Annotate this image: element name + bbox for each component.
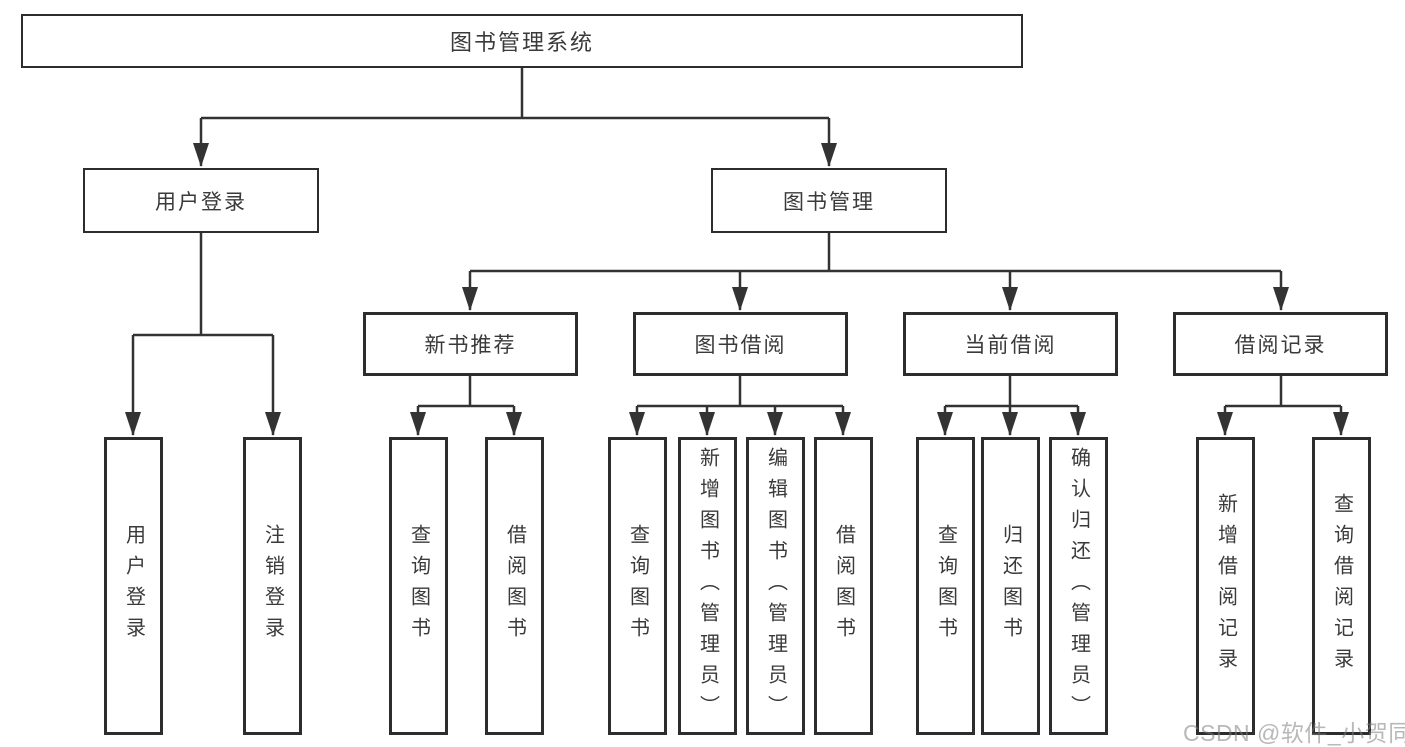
leaf-logout-label: 注销登录 — [261, 524, 284, 648]
connector-book-borrowing-elbow — [637, 376, 843, 408]
leaf-borrow-books-label: 借阅图书 — [832, 524, 855, 648]
leaf-query-borrow-record: 查询借阅记录 — [1312, 437, 1371, 735]
connector-new-book-elbow — [418, 376, 514, 408]
leaf-current-query-books: 查询图书 — [916, 437, 975, 735]
node-book-management: 图书管理 — [711, 168, 947, 233]
node-user-login: 用户登录 — [83, 168, 319, 233]
node-new-book-recommendation: 新书推荐 — [363, 312, 578, 376]
node-library-system-label: 图书管理系统 — [449, 30, 594, 55]
node-user-login-label: 用户登录 — [155, 190, 247, 214]
node-borrowing-records: 借阅记录 — [1173, 312, 1388, 376]
leaf-borrowing-query-books: 查询图书 — [608, 437, 667, 735]
leaf-return-books-label: 归还图书 — [999, 524, 1022, 648]
leaf-borrowing-query-books-label: 查询图书 — [626, 524, 649, 648]
leaf-edit-books-admin: 编辑图书（管理员） — [746, 437, 805, 735]
leaf-recommend-query-books-label: 查询图书 — [407, 524, 430, 648]
node-book-management-label: 图书管理 — [783, 190, 875, 214]
connector-current-borrowing-elbow — [945, 376, 1078, 408]
leaf-recommend-borrow-books: 借阅图书 — [485, 437, 544, 735]
node-new-book-recommendation-label: 新书推荐 — [424, 334, 517, 357]
node-book-borrowing: 图书借阅 — [633, 312, 848, 376]
leaf-logout: 注销登录 — [243, 437, 302, 735]
node-book-borrowing-label: 图书借阅 — [694, 334, 787, 357]
connector-book-management-elbow — [470, 233, 1281, 273]
node-library-system: 图书管理系统 — [21, 14, 1023, 68]
leaf-add-borrow-record: 新增借阅记录 — [1196, 437, 1255, 735]
leaf-query-borrow-record-label: 查询借阅记录 — [1330, 493, 1353, 679]
connector-root-elbow — [201, 68, 829, 120]
leaf-recommend-query-books: 查询图书 — [389, 437, 448, 735]
leaf-current-query-books-label: 查询图书 — [934, 524, 957, 648]
watermark: CSDN @软件_小贺同学 — [1183, 720, 1405, 746]
leaf-user-login-label: 用户登录 — [122, 524, 145, 648]
leaf-add-books-admin-label: 新增图书（管理员） — [696, 446, 719, 726]
node-current-borrowing: 当前借阅 — [903, 312, 1118, 376]
node-borrowing-records-label: 借阅记录 — [1234, 334, 1327, 357]
leaf-return-books: 归还图书 — [981, 437, 1040, 735]
leaf-add-borrow-record-label: 新增借阅记录 — [1214, 493, 1237, 679]
connector-user-login-elbow — [133, 233, 273, 337]
leaf-borrow-books: 借阅图书 — [814, 437, 873, 735]
leaf-confirm-return-admin-label: 确认归还（管理员） — [1067, 446, 1090, 726]
leaf-user-login: 用户登录 — [104, 437, 163, 735]
leaf-confirm-return-admin: 确认归还（管理员） — [1049, 437, 1108, 735]
leaf-add-books-admin: 新增图书（管理员） — [678, 437, 737, 735]
node-current-borrowing-label: 当前借阅 — [964, 334, 1057, 357]
leaf-edit-books-admin-label: 编辑图书（管理员） — [764, 446, 787, 726]
connector-borrowing-records-elbow — [1225, 376, 1341, 408]
leaf-recommend-borrow-books-label: 借阅图书 — [503, 524, 526, 648]
